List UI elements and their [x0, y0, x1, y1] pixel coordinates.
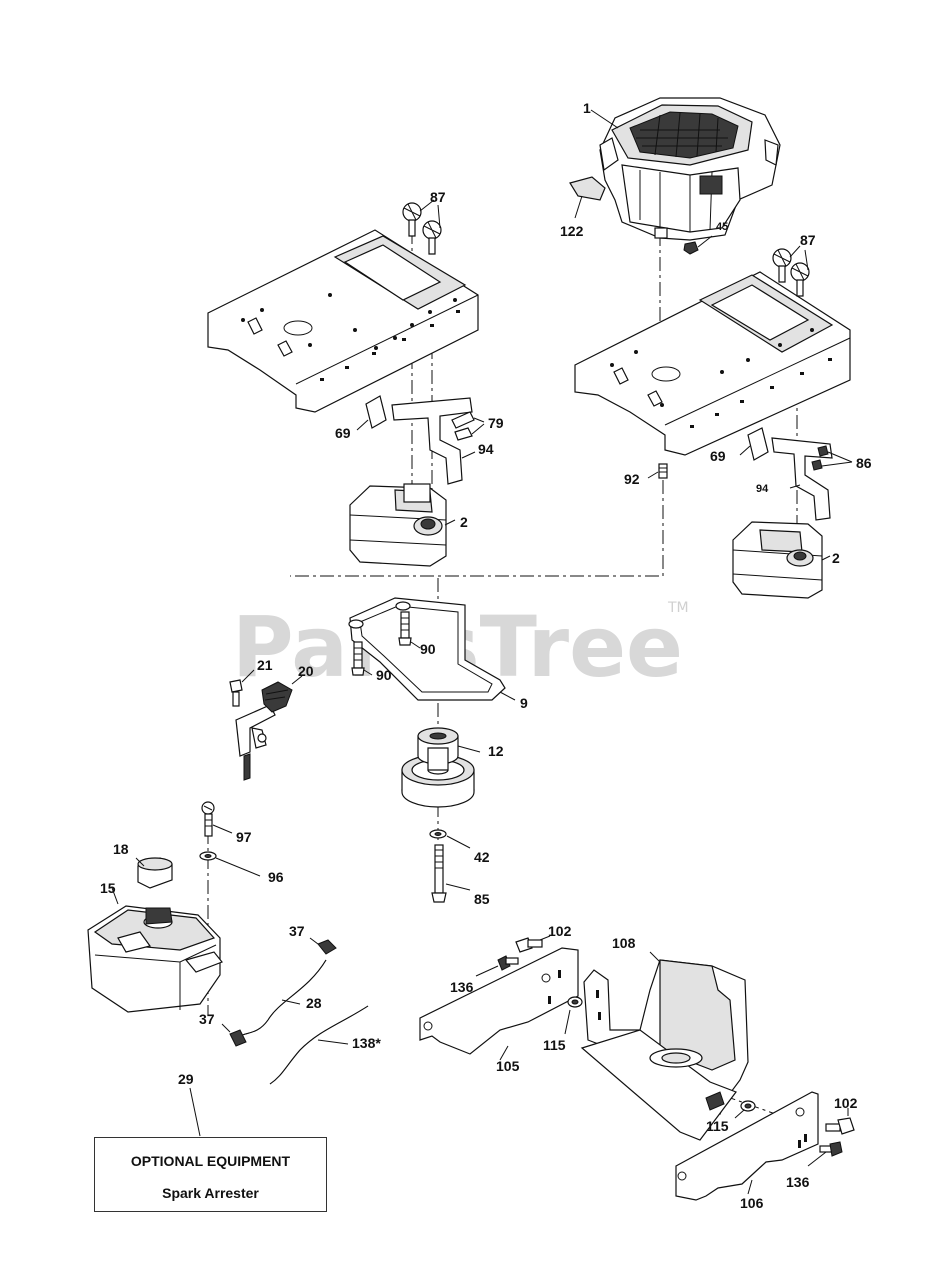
optional-equipment-item: Spark Arrester	[162, 1185, 259, 1201]
bolts-90	[351, 611, 421, 676]
callout-94-left: 94	[478, 441, 494, 457]
bolt-97	[201, 801, 233, 837]
callout-21: 21	[257, 657, 273, 673]
bolt-136-right	[807, 1141, 843, 1167]
bolt-85	[431, 844, 471, 903]
exhaust-pipe-right	[739, 427, 853, 521]
fuel-cap-18	[135, 857, 173, 889]
washer-96	[199, 851, 261, 877]
shield-108	[580, 951, 749, 1141]
side-plate-105	[419, 947, 579, 1061]
bolt-136-left	[475, 955, 519, 977]
callout-105: 105	[496, 1058, 520, 1074]
throttle-control-20	[235, 675, 303, 781]
callout-37-top: 37	[289, 923, 305, 939]
fuel-line-28	[239, 959, 327, 1037]
fuel-line-138	[269, 1005, 369, 1085]
callout-102-top: 102	[548, 923, 572, 939]
callout-136-left: 136	[450, 979, 474, 995]
callout-69-right: 69	[710, 448, 726, 464]
callout-1: 1	[583, 100, 591, 116]
engine-deck-right	[574, 271, 851, 456]
engine	[599, 97, 781, 241]
callout-79: 79	[488, 415, 504, 431]
watermark-trademark: TM	[667, 600, 689, 616]
callout-69-left: 69	[335, 425, 351, 441]
callout-138: 138*	[352, 1035, 381, 1051]
washer-42	[429, 829, 471, 849]
callout-86: 86	[856, 455, 872, 471]
callout-85: 85	[474, 891, 490, 907]
screws-87-right	[772, 245, 810, 297]
muffler-right	[732, 521, 831, 599]
fuel-tank-15	[87, 887, 223, 1013]
clamp-37-top	[309, 937, 337, 955]
callout-28: 28	[306, 995, 322, 1011]
spacer-115-left	[564, 996, 583, 1035]
muffler-bracket-9	[348, 597, 516, 701]
callout-96: 96	[268, 869, 284, 885]
callout-87-left: 87	[430, 189, 446, 205]
callout-37-bottom: 37	[199, 1011, 215, 1027]
callout-29: 29	[178, 1071, 194, 1087]
callout-90-bottom: 90	[376, 667, 392, 683]
air-baffle-122	[569, 176, 606, 219]
callout-42: 42	[474, 849, 490, 865]
callout-115-left: 115	[543, 1037, 566, 1053]
callout-94-right: 94	[756, 483, 769, 495]
callout-12: 12	[488, 743, 504, 759]
exhaust-pipe-left	[356, 395, 485, 485]
side-plate-106	[675, 1091, 819, 1201]
callout-92: 92	[624, 471, 640, 487]
clamp-37-bottom	[221, 1023, 247, 1047]
callout-87-right: 87	[800, 232, 816, 248]
callout-20: 20	[298, 663, 314, 679]
callout-15: 15	[100, 880, 116, 896]
pulley-12	[401, 727, 481, 808]
callout-122: 122	[560, 223, 584, 239]
callout-136-right: 136	[786, 1174, 810, 1190]
callout-115-right: 115	[706, 1118, 729, 1134]
callout-18: 18	[113, 841, 129, 857]
engine-deck-left	[207, 229, 479, 413]
callout-labels: 1 122 45 87 87 79 69 94 2 92 69 86 94 2 …	[100, 100, 872, 1211]
callout-2-left: 2	[460, 514, 468, 530]
callout-106: 106	[740, 1195, 764, 1211]
optional-equipment-box: OPTIONAL EQUIPMENT Spark Arrester	[94, 1137, 327, 1212]
callout-45: 45	[716, 221, 728, 233]
callout-2-right: 2	[832, 550, 840, 566]
callout-90-top: 90	[420, 641, 436, 657]
spacer-115-right	[734, 1100, 756, 1119]
optional-equipment-title: OPTIONAL EQUIPMENT	[130, 1153, 291, 1169]
callout-108: 108	[612, 935, 636, 951]
nut-45	[683, 235, 713, 255]
callout-97: 97	[236, 829, 252, 845]
bolt-102-right	[825, 1108, 855, 1135]
bolt-102-top	[515, 935, 551, 953]
screws-87-left	[402, 199, 442, 255]
optional-equipment-leader	[189, 1087, 201, 1137]
callout-9: 9	[520, 695, 528, 711]
muffler-left	[349, 483, 456, 567]
screw-21	[229, 669, 255, 707]
bolt-92	[647, 463, 668, 479]
callout-102-right: 102	[834, 1095, 858, 1111]
